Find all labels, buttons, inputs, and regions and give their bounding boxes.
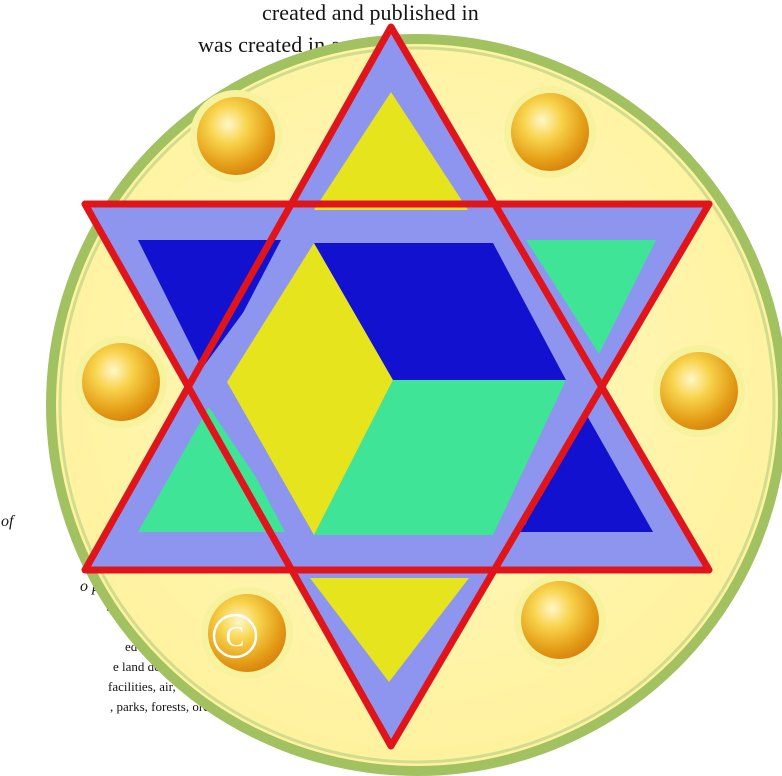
orb-left [75, 336, 167, 428]
orb-top-left [190, 90, 282, 182]
italic-fragment-1: of [1, 514, 13, 530]
copyright-letter: C [226, 622, 245, 653]
orb-top-right [504, 86, 596, 178]
text-line-1: created and published in [262, 2, 479, 24]
orb-right [653, 345, 745, 437]
orb-bottom-right [514, 574, 606, 666]
